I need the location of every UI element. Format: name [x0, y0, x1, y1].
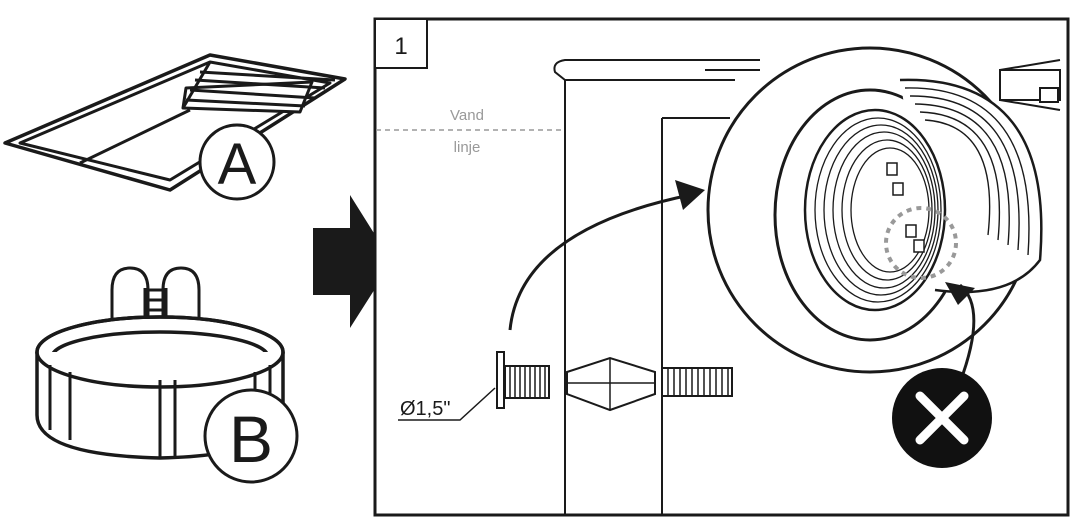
pool-a-letter: A	[218, 132, 257, 197]
pool-b-letter: B	[229, 402, 273, 476]
inground-pool-illustration	[3, 53, 347, 192]
water-line-label-1: Vand	[450, 107, 484, 124]
step-panel: 1 Vand linje Ø1,5"	[373, 17, 1070, 517]
zoom-arrow	[508, 193, 691, 331]
pool-wall	[553, 59, 760, 515]
pool-b-badge: B	[203, 388, 299, 484]
pool-a-badge: A	[198, 123, 276, 201]
pool-steps	[181, 61, 336, 114]
water-line-label-2: linje	[454, 139, 481, 156]
diameter-label: Ø1,5"	[400, 398, 450, 420]
step-number-box	[374, 18, 428, 69]
highlight-circle	[884, 206, 958, 280]
diameter-leader	[398, 387, 496, 421]
x-mark-icon	[892, 368, 992, 468]
fitting-parts	[496, 351, 733, 412]
right-arrow-icon	[313, 195, 392, 328]
step-number: 1	[394, 33, 407, 60]
